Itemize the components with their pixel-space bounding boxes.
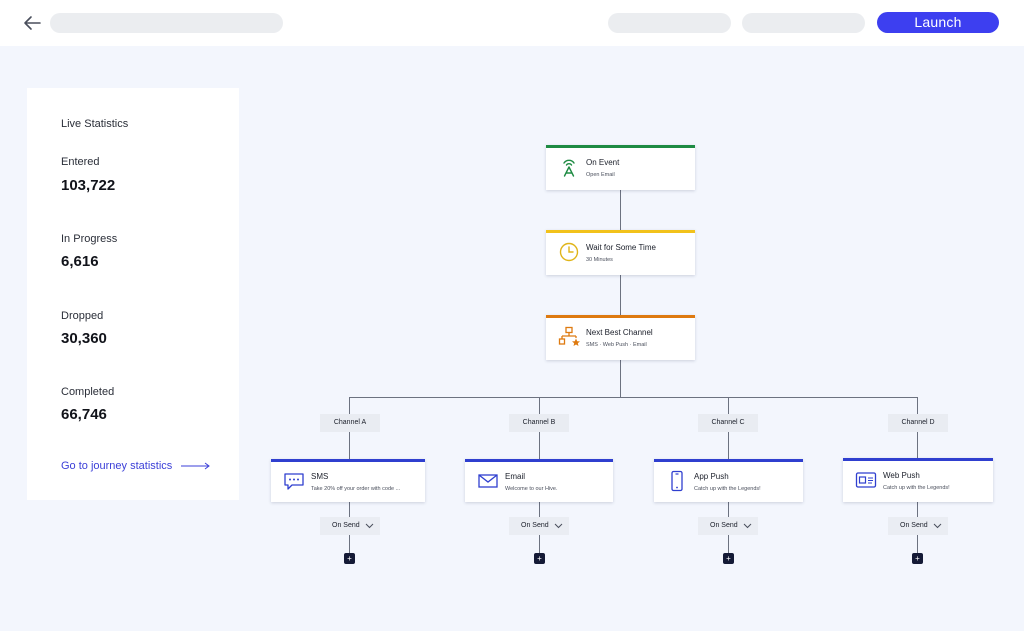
- next-best-channel-title: Next Best Channel: [586, 328, 653, 337]
- connector-wait-to-channel: [620, 275, 621, 315]
- journey-statistics-link[interactable]: Go to journey statistics: [61, 460, 211, 472]
- on-send-label-b: On Send: [521, 522, 549, 529]
- hierarchy-star-icon: [558, 326, 580, 346]
- connector-event-to-wait: [620, 190, 621, 230]
- stat-in-progress-label: In Progress: [61, 233, 118, 245]
- on-send-label-a: On Send: [332, 522, 360, 529]
- sms-subtitle: Take 20% off your order with code ...: [311, 486, 401, 492]
- connector-tag-c: [728, 432, 729, 459]
- next-best-channel-subtitle: SMS · Web Push · Email: [586, 342, 647, 348]
- chevron-down-icon: [933, 523, 942, 529]
- toolbar-button-placeholder-1[interactable]: [608, 13, 731, 33]
- sms-accent-bar: [271, 459, 425, 462]
- connector-send-d-plus: [917, 535, 918, 553]
- web-push-title: Web Push: [883, 471, 920, 480]
- launch-button[interactable]: Launch: [877, 12, 999, 33]
- connector-channel-stem: [620, 360, 621, 398]
- channel-d-tag: Channel D: [888, 414, 948, 432]
- sms-icon: [284, 473, 304, 490]
- wait-subtitle: 30 Minutes: [586, 257, 613, 263]
- app-push-node[interactable]: App Push Catch up with the Legends!: [654, 459, 803, 502]
- live-statistics-heading: Live Statistics: [61, 118, 129, 130]
- sms-node[interactable]: SMS Take 20% off your order with code ..…: [271, 459, 425, 502]
- connector-branch-b: [539, 397, 540, 414]
- sms-title: SMS: [311, 472, 329, 481]
- connector-branch-d: [917, 397, 918, 414]
- stat-entered-label: Entered: [61, 156, 100, 168]
- add-step-button-a[interactable]: +: [344, 553, 355, 564]
- connector-tag-a: [349, 432, 350, 459]
- mobile-icon: [671, 470, 683, 492]
- on-event-subtitle: Open Email: [586, 172, 615, 178]
- journey-name-placeholder: [50, 13, 283, 33]
- connector-node-c-send: [728, 502, 729, 517]
- on-event-node[interactable]: On Event Open Email: [546, 145, 695, 190]
- stat-entered-value: 103,722: [61, 177, 116, 194]
- web-push-node[interactable]: Web Push Catch up with the Legends!: [843, 458, 993, 502]
- connector-send-a-plus: [349, 535, 350, 553]
- add-step-button-c[interactable]: +: [723, 553, 734, 564]
- next-best-channel-node[interactable]: Next Best Channel SMS · Web Push · Email: [546, 315, 695, 360]
- connector-send-c-plus: [728, 535, 729, 553]
- broadcast-icon: [563, 159, 575, 177]
- next-best-channel-accent-bar: [546, 315, 695, 318]
- chevron-down-icon: [365, 523, 374, 529]
- browser-icon: [855, 472, 877, 488]
- email-accent-bar: [465, 459, 613, 462]
- journey-statistics-link-label: Go to journey statistics: [61, 460, 173, 472]
- chevron-down-icon: [743, 523, 752, 529]
- stat-completed-label: Completed: [61, 386, 115, 398]
- email-node[interactable]: Email Welcome to our Hive.: [465, 459, 613, 502]
- connector-node-a-send: [349, 502, 350, 517]
- email-subtitle: Welcome to our Hive.: [505, 486, 558, 492]
- on-send-dropdown-c[interactable]: On Send: [698, 517, 758, 535]
- on-event-accent-bar: [546, 145, 695, 148]
- wait-accent-bar: [546, 230, 695, 233]
- live-statistics-panel: Live Statistics Entered 103,722 In Progr…: [27, 88, 239, 500]
- back-arrow-icon[interactable]: [20, 12, 44, 34]
- app-push-subtitle: Catch up with the Legends!: [694, 486, 761, 492]
- on-send-dropdown-b[interactable]: On Send: [509, 517, 569, 535]
- app-push-accent-bar: [654, 459, 803, 462]
- connector-node-d-send: [917, 502, 918, 517]
- on-send-dropdown-a[interactable]: On Send: [320, 517, 380, 535]
- stat-dropped-label: Dropped: [61, 310, 104, 322]
- top-bar: Launch: [0, 0, 1024, 46]
- connector-send-b-plus: [539, 535, 540, 553]
- chevron-down-icon: [554, 523, 563, 529]
- channel-b-tag: Channel B: [509, 414, 569, 432]
- add-step-button-d[interactable]: +: [912, 553, 923, 564]
- add-step-button-b[interactable]: +: [534, 553, 545, 564]
- toolbar-button-placeholder-2[interactable]: [742, 13, 865, 33]
- long-arrow-right-icon: [181, 462, 211, 470]
- on-send-label-c: On Send: [710, 522, 738, 529]
- email-icon: [478, 474, 498, 488]
- clock-icon: [559, 242, 579, 262]
- stat-in-progress-value: 6,616: [61, 253, 99, 270]
- channel-a-tag: Channel A: [320, 414, 380, 432]
- wait-node[interactable]: Wait for Some Time 30 Minutes: [546, 230, 695, 275]
- connector-channel-branch: [349, 397, 918, 398]
- connector-tag-d: [917, 432, 918, 458]
- on-send-label-d: On Send: [900, 522, 928, 529]
- connector-branch-a: [349, 397, 350, 414]
- connector-branch-c: [728, 397, 729, 414]
- stat-completed-value: 66,746: [61, 406, 107, 423]
- on-send-dropdown-d[interactable]: On Send: [888, 517, 948, 535]
- wait-title: Wait for Some Time: [586, 243, 656, 252]
- web-push-subtitle: Catch up with the Legends!: [883, 485, 950, 491]
- email-title: Email: [505, 472, 526, 481]
- channel-c-tag: Channel C: [698, 414, 758, 432]
- on-event-title: On Event: [586, 158, 620, 167]
- stat-dropped-value: 30,360: [61, 330, 107, 347]
- connector-node-b-send: [539, 502, 540, 517]
- app-push-title: App Push: [694, 472, 729, 481]
- web-push-accent-bar: [843, 458, 993, 461]
- connector-tag-b: [539, 432, 540, 459]
